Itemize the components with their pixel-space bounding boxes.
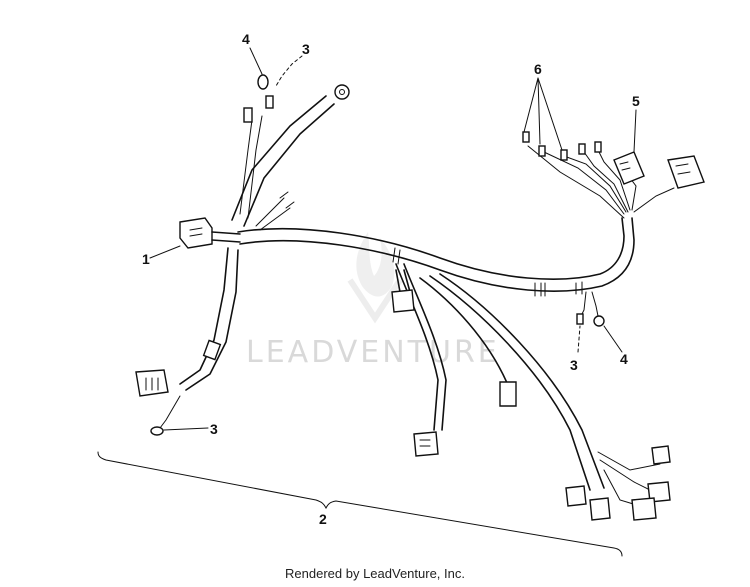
leadventure-watermark-logo <box>347 232 403 324</box>
upper-right-connectors <box>522 131 705 219</box>
callout-1: 1 <box>142 251 150 267</box>
left-connector-block <box>179 217 241 249</box>
middle-lower-branches <box>391 263 605 491</box>
callout-3-top: 3 <box>302 41 310 57</box>
right-ground-wires <box>576 291 605 327</box>
callout-leaders <box>149 47 637 431</box>
callout-4-right: 4 <box>620 351 628 367</box>
callout-2: 2 <box>319 511 327 527</box>
watermark-text: LEADVENTURE <box>246 335 500 370</box>
callout-6: 6 <box>534 61 542 77</box>
footer-credit: Rendered by LeadVenture, Inc. <box>285 566 465 581</box>
main-harness-trunk <box>237 217 635 297</box>
assembly-bracket <box>97 451 623 557</box>
lower-right-connectors <box>565 445 671 521</box>
callout-5: 5 <box>632 93 640 109</box>
callout-3-right: 3 <box>570 357 578 373</box>
left-lower-branch <box>135 247 239 436</box>
callout-4-top: 4 <box>242 31 250 47</box>
upper-branch-with-eyelet <box>231 74 350 231</box>
callout-3-left: 3 <box>210 421 218 437</box>
